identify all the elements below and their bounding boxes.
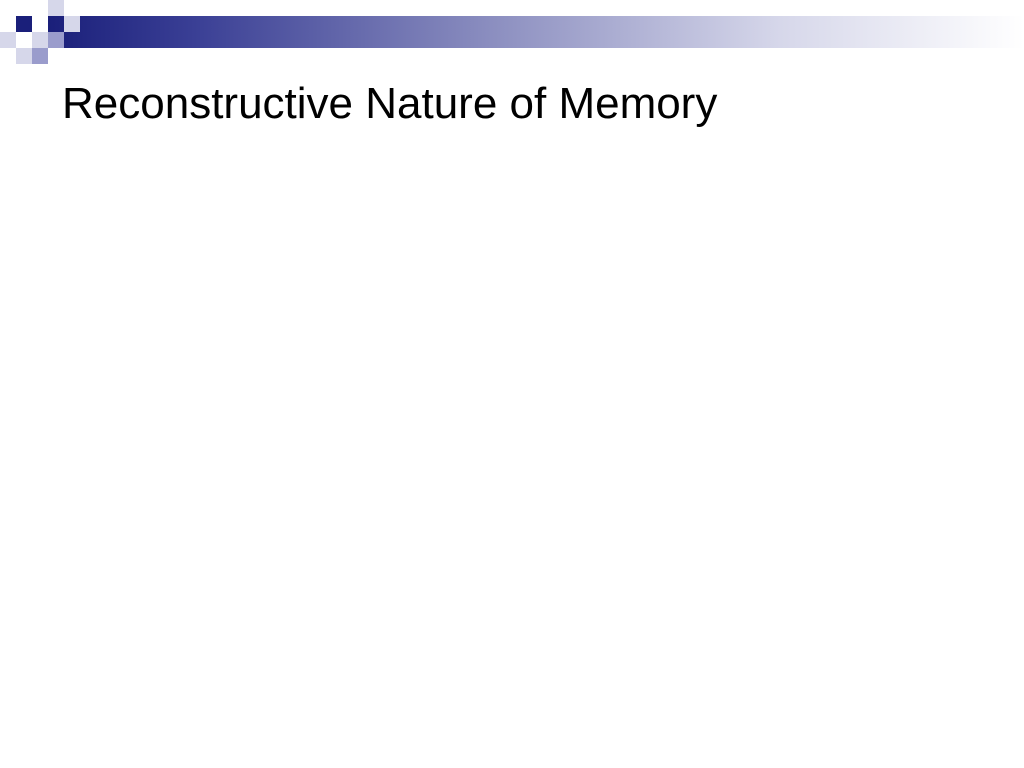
slide-title: Reconstructive Nature of Memory xyxy=(62,79,718,128)
corner-square-light xyxy=(32,32,48,48)
header-gradient-bar xyxy=(48,16,1024,48)
corner-square-light xyxy=(48,0,64,16)
corner-square-light xyxy=(16,48,32,64)
corner-square-light xyxy=(0,32,16,48)
corner-square-mid xyxy=(48,32,64,48)
corner-square-mid xyxy=(32,48,48,64)
corner-square-dark xyxy=(16,16,32,32)
corner-square-light xyxy=(64,16,80,32)
